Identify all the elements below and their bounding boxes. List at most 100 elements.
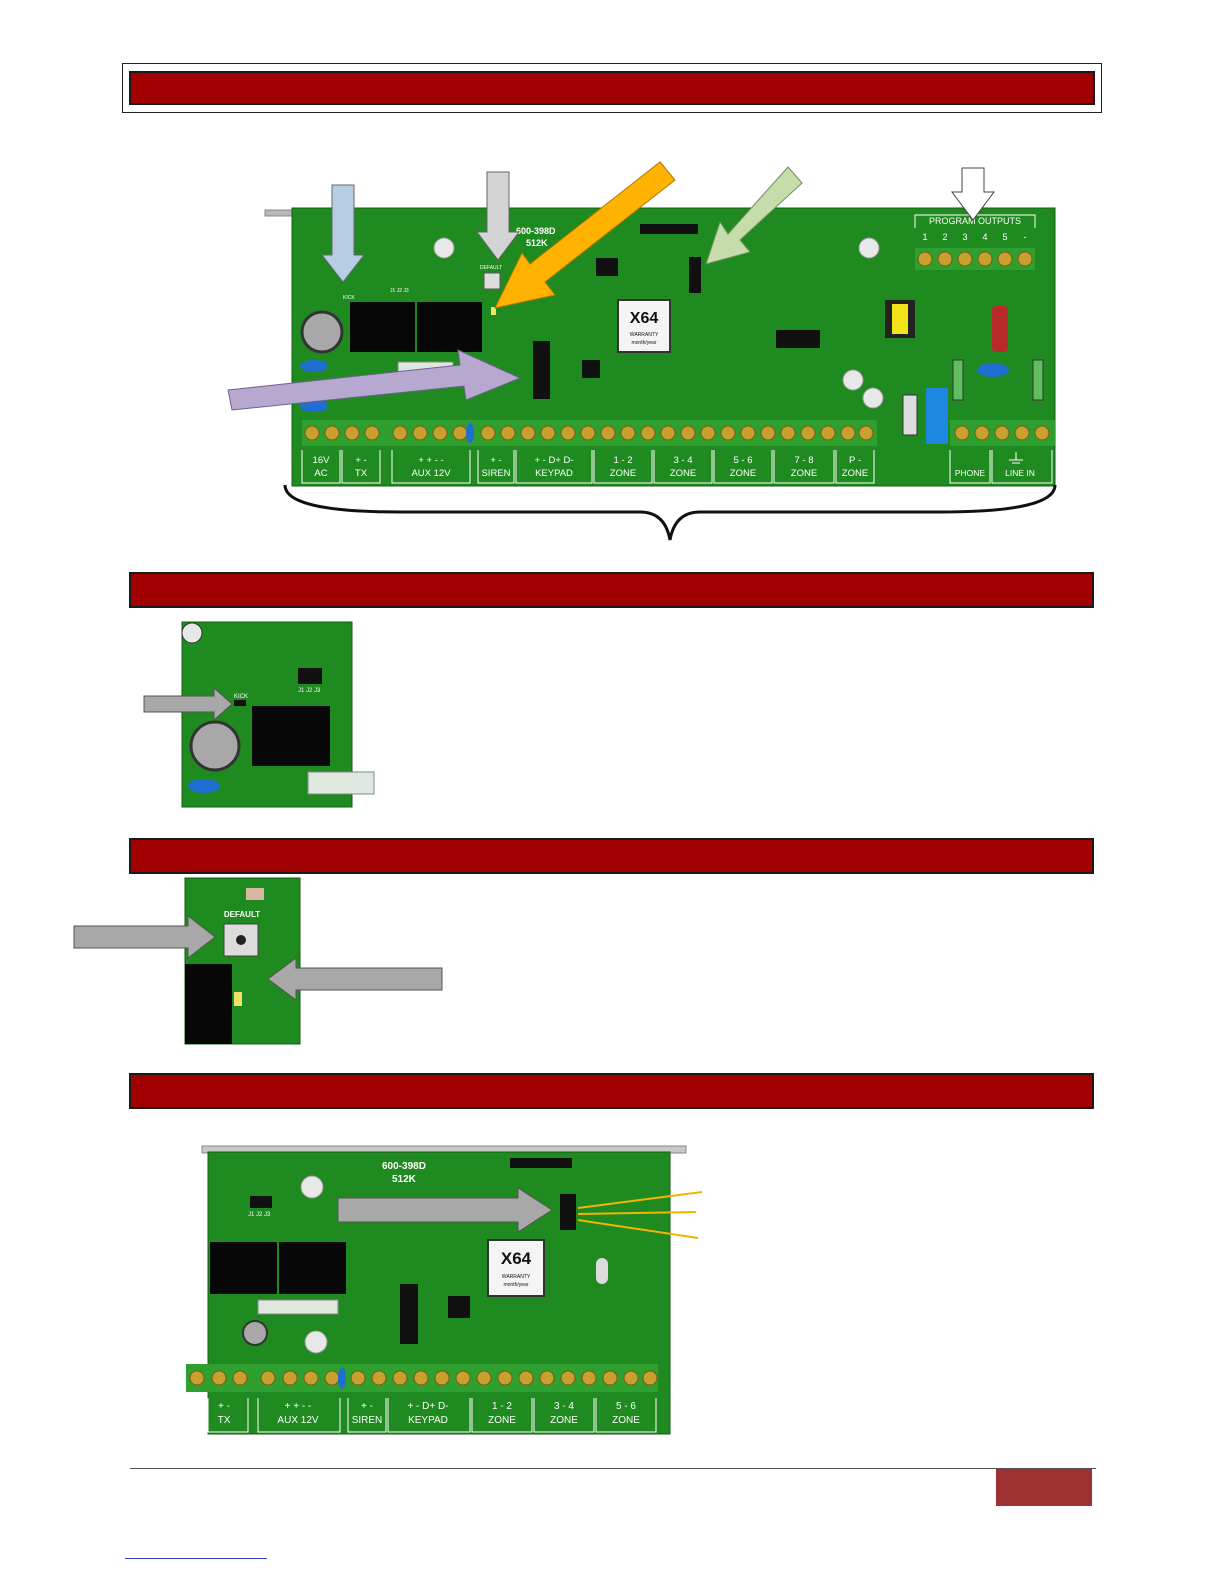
arrow-blue-icon <box>320 184 366 283</box>
term-16v: 16V <box>313 455 331 466</box>
chip-date: month/year <box>503 1282 528 1288</box>
ic-chip <box>582 360 600 378</box>
resistor <box>1032 359 1044 401</box>
capacitor <box>189 720 241 772</box>
default-button-figure: DEFAULT <box>70 876 450 1046</box>
blue-bead <box>338 1367 346 1389</box>
arrow-purple-icon <box>227 349 522 411</box>
section-bar-3 <box>129 1073 1094 1109</box>
mount-hole <box>433 237 455 259</box>
blue-cap-1 <box>300 360 328 372</box>
program-header <box>689 257 701 293</box>
mount-hole <box>181 622 203 644</box>
relay <box>185 964 232 1044</box>
header-top <box>510 1158 572 1168</box>
title-frame <box>122 63 1102 113</box>
term-siren-pol: + - <box>490 455 501 466</box>
arrow-white-icon <box>951 167 995 221</box>
red-capacitor <box>992 306 1008 352</box>
terminal-brace <box>283 484 1057 541</box>
keypad-bus-figure: 600-398D 512K J1 J2 J3 X64 WARRANTY mont… <box>180 1138 710 1438</box>
mount-hole <box>300 1175 324 1199</box>
term-aux-pol: + + - - <box>418 455 443 466</box>
terminal-screws <box>189 1370 658 1386</box>
term-zone34-pol: 3 - 4 <box>673 455 692 466</box>
jumper-block <box>250 1196 272 1208</box>
prog-output-terminal-block <box>915 248 1035 270</box>
term-keypad-pol: + - D+ D- <box>407 1401 448 1412</box>
prog-output-numbers: 1 2 3 4 5 - <box>922 232 1026 242</box>
term-aux: AUX 12V <box>411 468 451 479</box>
arrow-gray-icon <box>476 171 520 261</box>
term-siren: SIREN <box>481 468 510 479</box>
default-label: DEFAULT <box>480 265 502 271</box>
page-title-bar <box>129 71 1095 105</box>
default-label: DEFAULT <box>224 910 260 919</box>
ic-chip <box>776 330 820 348</box>
arrow-gray-icon <box>267 957 443 1001</box>
prog-output-neg: - <box>1024 232 1027 242</box>
prog-output-3: 3 <box>962 232 967 242</box>
keypad-header <box>400 1284 418 1344</box>
status-led <box>491 307 496 315</box>
jumper-block <box>298 668 322 684</box>
resistor <box>952 359 964 401</box>
terminal-label-frames <box>301 450 1053 484</box>
chip-date: month/year <box>631 340 656 346</box>
term-pzone-pol: P - <box>849 455 861 466</box>
term-ac: AC <box>314 468 327 479</box>
term-zone34: ZONE <box>670 468 696 479</box>
mount-hole <box>858 237 880 259</box>
term-zone12-pol: 1 - 2 <box>492 1401 512 1412</box>
x64-chip <box>617 299 671 353</box>
term-zone78: ZONE <box>791 468 817 479</box>
arrow-gray-icon <box>337 1187 553 1233</box>
model-code: 600-398D <box>516 226 556 236</box>
fuse <box>257 1299 339 1315</box>
term-keypad: KEYPAD <box>535 468 573 479</box>
term-tx-pol: + - <box>218 1401 230 1412</box>
kick-pins <box>234 700 246 706</box>
transformer-core <box>892 304 908 334</box>
blue-bead <box>466 423 474 443</box>
term-phone: PHONE <box>955 468 986 478</box>
prog-output-2: 2 <box>942 232 947 242</box>
term-zone34: ZONE <box>550 1415 578 1426</box>
blue-cap-2 <box>300 400 328 412</box>
term-tx: TX <box>355 468 368 479</box>
footer-link[interactable] <box>125 1558 267 1559</box>
kickstart-diagram: KICK J1 J2 J3 <box>143 621 375 808</box>
chip-warranty: WARRANTY <box>502 1274 531 1280</box>
default-button <box>223 923 259 957</box>
status-led <box>234 992 242 1006</box>
relay-2 <box>417 302 482 352</box>
control-board-diagram: 600-398D 512K KICK J1 J2 J3 DEFAULT X64 … <box>227 161 1057 541</box>
term-aux-pol: + + - - <box>285 1401 312 1412</box>
term-zone12: ZONE <box>610 468 636 479</box>
term-zone78-pol: 7 - 8 <box>794 455 813 466</box>
term-tx-pol: + - <box>355 455 366 466</box>
kick-label: KICK <box>343 295 355 301</box>
capacitor <box>300 310 344 354</box>
header-top <box>640 224 698 234</box>
keypad-header <box>533 341 550 399</box>
term-zone56: ZONE <box>730 468 756 479</box>
relay-1 <box>210 1242 277 1294</box>
fuse <box>307 771 375 795</box>
section-bar-1 <box>129 572 1094 608</box>
chip-warranty: WARRANTY <box>630 332 659 338</box>
fuse-2 <box>902 394 918 436</box>
keypad-bus-header <box>560 1194 576 1230</box>
blue-cap <box>188 779 220 793</box>
relay <box>252 706 330 766</box>
resistor-pair <box>246 888 264 900</box>
ic-chip <box>448 1296 470 1318</box>
term-zone12-pol: 1 - 2 <box>613 455 632 466</box>
arrow-orange-icon <box>494 161 676 309</box>
ic-chip <box>596 258 618 276</box>
term-tx: TX <box>218 1415 231 1426</box>
terminal-labels: + - TX + + - - AUX 12V + - SIREN + - D+ … <box>218 1401 641 1426</box>
term-zone34-pol: 3 - 4 <box>554 1401 574 1412</box>
capacitor <box>242 1320 268 1346</box>
memory-label: 512K <box>526 238 548 248</box>
